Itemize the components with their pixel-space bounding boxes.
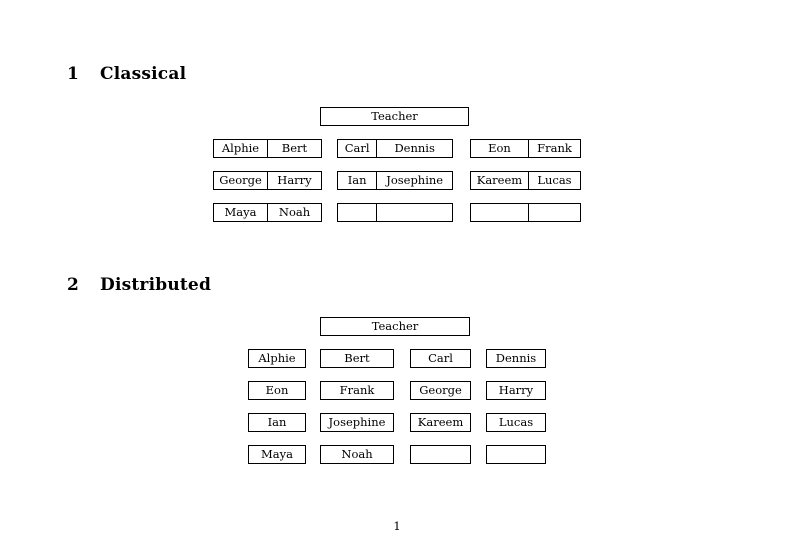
classical-cell[interactable]: Alphie (214, 140, 267, 157)
distributed-teacher-box[interactable]: Teacher (320, 317, 470, 336)
classical-cell[interactable]: Josephine (376, 172, 452, 189)
section-heading-classical: 1 Classical (67, 64, 186, 84)
distributed-cell[interactable]: Dennis (486, 349, 546, 368)
classical-cell-empty[interactable] (527, 204, 580, 221)
distributed-cell[interactable]: Carl (410, 349, 471, 368)
distributed-cell[interactable]: Noah (320, 445, 394, 464)
distributed-cell[interactable]: Ian (248, 413, 306, 432)
distributed-cell[interactable]: Eon (248, 381, 306, 400)
section-heading-distributed: 2 Distributed (67, 275, 211, 295)
classical-group-middle-row-2[interactable]: Ian Josephine (337, 171, 453, 190)
distributed-cell[interactable]: Josephine (320, 413, 394, 432)
section-title: Distributed (100, 275, 212, 295)
classical-group-middle-row-3[interactable] (337, 203, 453, 222)
page-number: 1 (393, 519, 401, 533)
distributed-cell[interactable]: Alphie (248, 349, 306, 368)
distributed-cell[interactable]: Maya (248, 445, 306, 464)
classical-cell[interactable]: Frank (527, 140, 580, 157)
classical-group-left-row-1[interactable]: Alphie Bert (213, 139, 322, 158)
classical-cell[interactable]: Bert (267, 140, 321, 157)
classical-cell[interactable]: Ian (338, 172, 377, 189)
section-number: 1 (67, 64, 80, 84)
classical-group-right-row-1[interactable]: Eon Frank (470, 139, 581, 158)
classical-group-middle-row-1[interactable]: Carl Dennis (337, 139, 453, 158)
section-number: 2 (67, 275, 80, 295)
classical-cell[interactable]: Dennis (376, 140, 452, 157)
classical-teacher-box[interactable]: Teacher (320, 107, 469, 126)
classical-cell[interactable]: Harry (267, 172, 321, 189)
classical-cell-empty[interactable] (338, 204, 377, 221)
classical-group-right-row-2[interactable]: Kareem Lucas (470, 171, 581, 190)
classical-cell[interactable]: Noah (267, 204, 321, 221)
section-title: Classical (100, 64, 187, 84)
distributed-cell[interactable]: Lucas (486, 413, 546, 432)
distributed-cell[interactable]: Harry (486, 381, 546, 400)
classical-group-right-row-3[interactable] (470, 203, 581, 222)
classical-cell[interactable]: Eon (471, 140, 528, 157)
distributed-cell[interactable]: Bert (320, 349, 394, 368)
classical-cell[interactable]: Maya (214, 204, 267, 221)
classical-cell[interactable]: Carl (338, 140, 377, 157)
classical-group-left-row-3[interactable]: Maya Noah (213, 203, 322, 222)
classical-cell[interactable]: Lucas (527, 172, 580, 189)
classical-group-left-row-2[interactable]: George Harry (213, 171, 322, 190)
classical-cell[interactable]: George (214, 172, 267, 189)
distributed-cell[interactable]: Frank (320, 381, 394, 400)
classical-cell-empty[interactable] (376, 204, 452, 221)
classical-cell-empty[interactable] (471, 204, 528, 221)
classical-cell[interactable]: Kareem (471, 172, 528, 189)
distributed-cell[interactable]: George (410, 381, 471, 400)
distributed-cell-empty[interactable] (486, 445, 546, 464)
distributed-cell-empty[interactable] (410, 445, 471, 464)
distributed-cell[interactable]: Kareem (410, 413, 471, 432)
